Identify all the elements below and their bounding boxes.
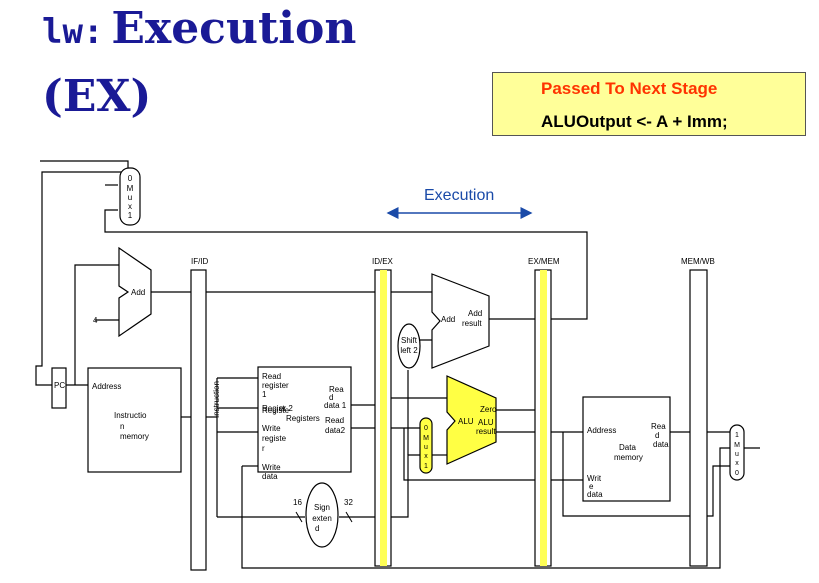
svg-text:Shift: Shift: [401, 336, 418, 345]
svg-text:x: x: [735, 460, 739, 467]
svg-text:data: data: [653, 440, 669, 449]
shift-left-2: Shift left 2: [397, 323, 421, 369]
sign-extend-unit: Sign exten d 16 32: [293, 482, 353, 548]
execution-label: Execution: [424, 187, 494, 204]
svg-text:Sign: Sign: [314, 503, 330, 512]
svg-text:Add: Add: [131, 288, 145, 297]
svg-text:Add: Add: [441, 315, 455, 324]
pc-source-mux: 0 M u x 1: [119, 167, 141, 226]
svg-text:memory: memory: [614, 453, 643, 462]
slide-title: lw: Execution (EX): [42, 0, 356, 136]
program-counter: PC: [51, 367, 67, 409]
alu: ALU Zero ALU result: [446, 375, 497, 465]
svg-text:IF/ID: IF/ID: [191, 257, 209, 266]
svg-text:Read: Read: [262, 372, 281, 381]
svg-text:PC: PC: [54, 381, 65, 390]
svg-text:1: 1: [424, 463, 428, 470]
note-operation: ALUOutput <- A + Imm;: [541, 112, 728, 131]
svg-text:M: M: [734, 442, 740, 449]
svg-text:Data: Data: [619, 443, 636, 452]
svg-text:d: d: [329, 393, 333, 402]
title-stage-abbrev: (EX): [42, 71, 152, 122]
svg-text:16: 16: [293, 498, 302, 507]
svg-text:1: 1: [735, 432, 739, 439]
svg-text:n: n: [120, 422, 124, 431]
svg-text:1: 1: [128, 211, 133, 220]
svg-text:Zero: Zero: [480, 405, 497, 414]
alu-source-mux: 0 M u x 1: [419, 417, 433, 474]
idex-register: ID/EX: [372, 257, 394, 567]
passed-to-next-stage-box: Passed To Next Stage ALUOutput <- A + Im…: [492, 72, 806, 136]
register-file: Read register 1 Regist er 2 Registe Regi…: [257, 366, 352, 481]
svg-text:d: d: [315, 524, 319, 533]
svg-text:data 1: data 1: [324, 401, 347, 410]
svg-text:32: 32: [344, 498, 353, 507]
svg-text:memory: memory: [120, 432, 149, 441]
svg-text:ID/EX: ID/EX: [372, 257, 394, 266]
svg-text:Writ: Writ: [587, 474, 602, 483]
svg-text:MEM/WB: MEM/WB: [681, 257, 715, 266]
pc-adder: Add: [118, 246, 152, 338]
svg-text:Rea: Rea: [651, 422, 666, 431]
svg-text:x: x: [128, 202, 132, 211]
svg-text:data2: data2: [325, 426, 346, 435]
datapath-wires: [35, 160, 760, 569]
svg-text:register: register: [262, 381, 289, 390]
svg-text:result: result: [476, 427, 496, 436]
constant-four: 4: [93, 316, 98, 325]
svg-text:r: r: [262, 444, 265, 453]
svg-text:ALU: ALU: [458, 417, 474, 426]
branch-adder: Add Add result: [431, 273, 490, 369]
svg-text:data: data: [587, 490, 603, 499]
svg-text:ALU: ALU: [478, 418, 494, 427]
svg-text:er 2: er 2: [279, 404, 293, 413]
svg-text:Address: Address: [92, 382, 121, 391]
ifid-register: IF/ID: [190, 257, 209, 571]
svg-text:Address: Address: [587, 426, 616, 435]
svg-text:Registers: Registers: [286, 414, 320, 423]
svg-text:u: u: [424, 444, 428, 451]
svg-text:u: u: [735, 451, 739, 458]
note-heading: Passed To Next Stage: [541, 79, 718, 98]
svg-text:registe: registe: [262, 434, 287, 443]
svg-text:Regist: Regist: [262, 404, 285, 413]
title-instruction: lw:: [42, 12, 104, 52]
svg-text:u: u: [128, 193, 132, 202]
svg-text:0: 0: [128, 174, 133, 183]
svg-text:d: d: [655, 431, 659, 440]
svg-text:Add: Add: [468, 309, 482, 318]
instruction-label: Instruction: [212, 381, 221, 418]
svg-text:x: x: [424, 453, 428, 460]
writeback-mux: 1 M u x 0: [729, 424, 745, 481]
svg-text:result: result: [462, 319, 482, 328]
exmem-register: EX/MEM: [528, 257, 560, 567]
svg-text:data: data: [262, 472, 278, 481]
svg-text:1: 1: [262, 390, 267, 399]
svg-text:Instructio: Instructio: [114, 411, 147, 420]
svg-text:left 2: left 2: [400, 346, 418, 355]
svg-text:Rea: Rea: [329, 385, 344, 394]
title-stage: Execution: [111, 3, 357, 54]
memwb-register: MEM/WB: [681, 257, 715, 567]
svg-text:Write: Write: [262, 463, 281, 472]
svg-text:0: 0: [424, 425, 428, 432]
instruction-memory: Address Instructio n memory: [87, 367, 182, 473]
svg-text:Write: Write: [262, 424, 281, 433]
svg-text:exten: exten: [312, 514, 332, 523]
svg-text:Read: Read: [325, 416, 344, 425]
svg-text:e: e: [589, 482, 594, 491]
svg-text:M: M: [423, 435, 429, 442]
svg-text:0: 0: [735, 470, 739, 477]
data-memory: Address Rea d data Data memory Writ e da…: [582, 396, 671, 502]
svg-text:EX/MEM: EX/MEM: [528, 257, 560, 266]
svg-text:Registe: Registe: [262, 406, 290, 415]
svg-text:M: M: [127, 184, 134, 193]
